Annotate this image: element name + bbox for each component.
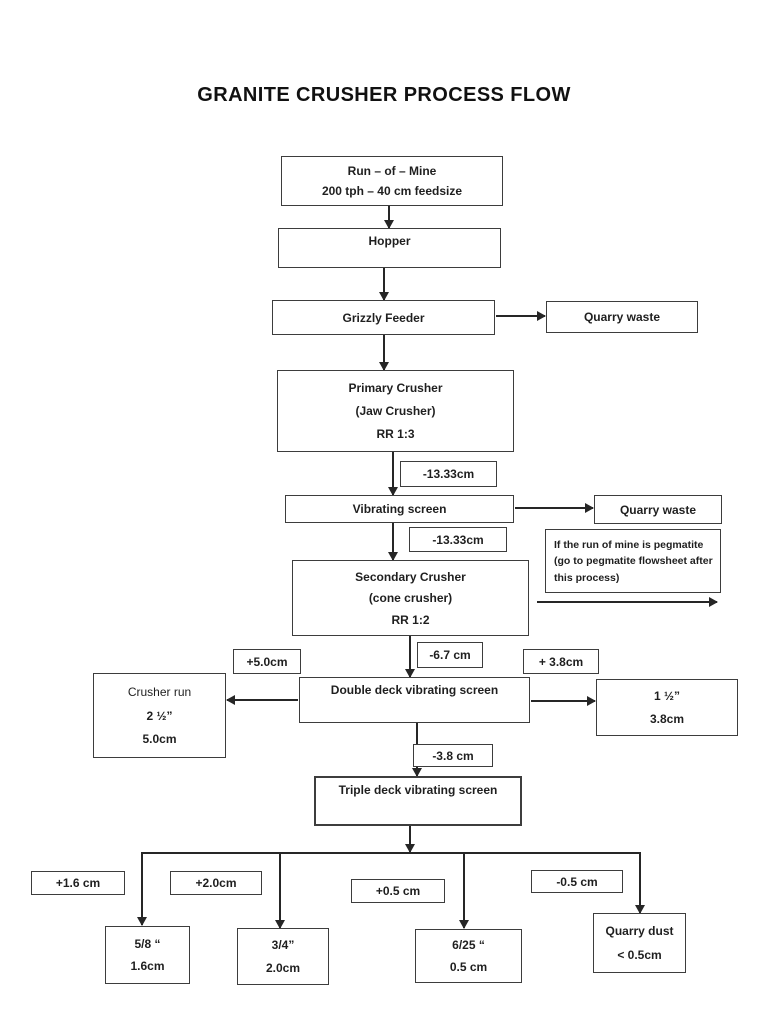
label-minus-0-5: -0.5 cm xyxy=(531,870,623,893)
node-text: (Jaw Crusher) xyxy=(355,404,436,418)
node-text: + 3.8cm xyxy=(538,654,584,669)
node-one-and-half-inch: 1 ½” 3.8cm xyxy=(596,679,738,736)
arrow-vibrating-to-quarrywaste xyxy=(515,503,594,513)
arrow-secondary-to-doubledeck xyxy=(405,636,415,678)
note-pegmatite: If the run of mine is pegmatite (go to p… xyxy=(545,529,721,593)
note-text: (go to pegmatite flowsheet after xyxy=(554,555,713,568)
node-text: RR 1:2 xyxy=(391,612,430,627)
arrow-grizzly-to-primary xyxy=(379,335,389,371)
label-plus-5-0: +5.0cm xyxy=(233,649,301,674)
node-text: Crusher run xyxy=(127,684,192,699)
node-text: Grizzly Feeder xyxy=(342,310,425,325)
label-minus-13-33-b: -13.33cm xyxy=(409,527,507,552)
label-minus-13-33-a: -13.33cm xyxy=(400,461,497,487)
node-vibrating-screen: Vibrating screen xyxy=(285,495,514,523)
arrow-runofmine-to-hopper xyxy=(384,206,394,229)
node-five-eighth-inch: 5/8 “ 1.6cm xyxy=(105,926,190,984)
node-text: Quarry waste xyxy=(619,502,697,517)
arrow-dist-to-three-quarter xyxy=(275,852,285,929)
arrow-dist-to-five-eighth xyxy=(137,852,147,926)
node-quarry-waste-2: Quarry waste xyxy=(594,495,722,524)
label-minus-6-7: -6.7 cm xyxy=(417,642,483,668)
label-plus-3-8: + 3.8cm xyxy=(523,649,599,674)
node-double-deck-screen: Double deck vibrating screen xyxy=(299,677,530,723)
node-text: +1.6 cm xyxy=(55,876,101,890)
node-secondary-crusher: Secondary Crusher (cone crusher) RR 1:2 xyxy=(292,560,529,636)
arrow-pegmatite-flowsheet xyxy=(537,597,718,607)
page-title: GRANITE CRUSHER PROCESS FLOW xyxy=(197,84,571,106)
node-run-of-mine: Run – of – Mine 200 tph – 40 cm feedsize xyxy=(281,156,503,206)
node-text: +5.0cm xyxy=(246,654,288,669)
node-hopper: Hopper xyxy=(278,228,501,268)
label-plus-2-0: +2.0cm xyxy=(170,871,262,895)
node-text: -0.5 cm xyxy=(556,874,598,889)
arrow-primary-to-vibrating xyxy=(388,452,398,496)
node-text: -13.33cm xyxy=(422,467,475,481)
node-text: Quarry dust xyxy=(605,924,674,939)
distribution-line xyxy=(142,852,640,854)
arrow-doubledeck-to-crusherrun xyxy=(226,695,298,705)
node-text: 3/4” xyxy=(271,938,295,953)
node-text: -3.8 cm xyxy=(432,748,474,763)
node-text: Hopper xyxy=(368,234,411,248)
node-text: 2 ½” xyxy=(146,708,173,723)
node-text: < 0.5cm xyxy=(617,947,662,962)
node-text: 5.0cm xyxy=(142,732,177,747)
node-grizzly-feeder: Grizzly Feeder xyxy=(272,300,495,335)
node-text: Double deck vibrating screen xyxy=(330,683,499,697)
node-triple-deck-screen: Triple deck vibrating screen xyxy=(314,776,522,826)
node-text: 6/25 “ xyxy=(452,938,485,953)
node-text: Triple deck vibrating screen xyxy=(338,783,498,797)
label-plus-1-6: +1.6 cm xyxy=(31,871,125,895)
label-minus-3-8: -3.8 cm xyxy=(413,744,493,767)
node-text: 200 tph – 40 cm feedsize xyxy=(321,184,463,198)
label-plus-0-5: +0.5 cm xyxy=(351,879,445,903)
node-crusher-run: Crusher run 2 ½” 5.0cm xyxy=(93,673,226,758)
note-text: If the run of mine is pegmatite xyxy=(554,539,704,551)
node-text: 5/8 “ xyxy=(134,936,161,951)
node-three-quarter-inch: 3/4” 2.0cm xyxy=(237,928,329,985)
arrow-dist-to-six-twentyfifth xyxy=(459,852,469,929)
note-text: this process) xyxy=(554,571,620,584)
node-text: RR 1:3 xyxy=(376,427,415,441)
node-quarry-waste-1: Quarry waste xyxy=(546,301,698,333)
arrow-grizzly-to-quarrywaste xyxy=(496,311,546,321)
arrow-vibrating-to-secondary xyxy=(388,523,398,561)
node-text: +0.5 cm xyxy=(375,884,421,898)
node-text: 1 ½” xyxy=(653,689,680,704)
node-text: (cone crusher) xyxy=(368,591,453,605)
node-text: 2.0cm xyxy=(265,960,301,975)
node-text: Primary Crusher xyxy=(348,381,443,395)
node-six-twentyfifth-inch: 6/25 “ 0.5 cm xyxy=(415,929,522,983)
node-quarry-dust: Quarry dust < 0.5cm xyxy=(593,913,686,973)
arrow-dist-to-quarry-dust xyxy=(635,852,645,914)
node-text: Quarry waste xyxy=(583,310,661,324)
node-primary-crusher: Primary Crusher (Jaw Crusher) RR 1:3 xyxy=(277,370,514,452)
node-text: 0.5 cm xyxy=(449,959,488,974)
node-text: Run – of – Mine xyxy=(347,164,437,178)
node-text: Secondary Crusher xyxy=(355,569,466,584)
node-text: +2.0cm xyxy=(195,876,237,890)
arrow-doubledeck-to-oneandhalf xyxy=(531,696,596,706)
arrow-tripledeck-to-distribution xyxy=(405,826,415,853)
node-text: Vibrating screen xyxy=(352,502,447,516)
node-text: -13.33cm xyxy=(432,532,484,547)
arrow-hopper-to-grizzly xyxy=(379,268,389,301)
node-text: 1.6cm xyxy=(130,959,165,974)
node-text: -6.7 cm xyxy=(429,648,471,662)
node-text: 3.8cm xyxy=(649,711,685,726)
